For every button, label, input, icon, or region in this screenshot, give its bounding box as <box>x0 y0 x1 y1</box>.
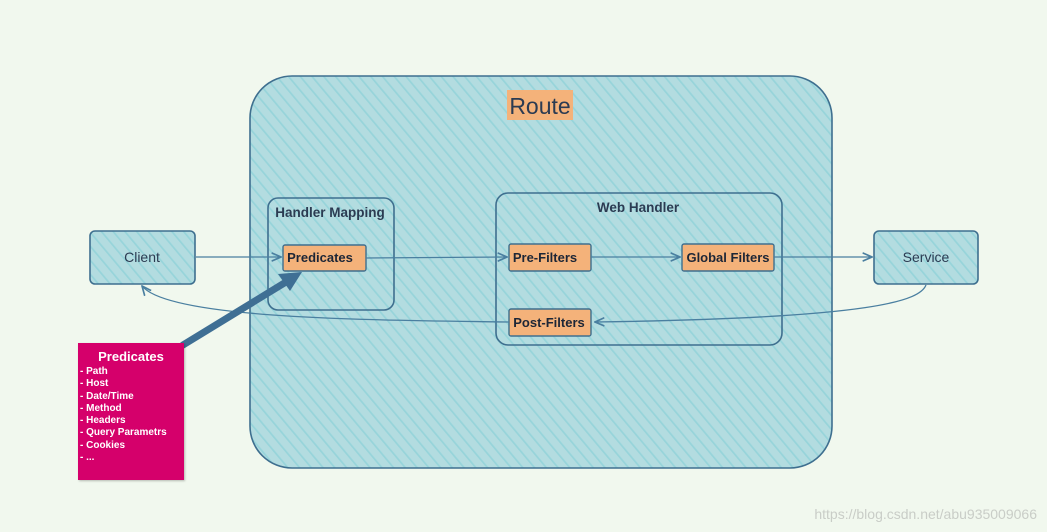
post-filters-label: Post-Filters <box>513 315 585 330</box>
service-label: Service <box>903 249 950 265</box>
predicates-note-item: - Query Parametrs <box>80 427 167 439</box>
predicates-note-item: - Method <box>80 402 122 414</box>
arrow-predicates-to-pre-filters <box>365 257 507 258</box>
web-handler-box <box>495 192 783 346</box>
note-pointer-head <box>278 272 302 291</box>
pre-filters-chip <box>509 244 591 271</box>
handler-mapping-title: Handler Mapping <box>275 205 385 220</box>
predicates-note-list: - Path - Host - Date/Time - Method - Hea… <box>80 366 182 464</box>
service-box <box>873 230 979 285</box>
post-filters-chip <box>509 309 591 336</box>
predicates-note-title: Predicates <box>98 349 164 364</box>
predicates-note-item: - Date/Time <box>80 390 134 402</box>
predicates-note: Predicates - Path - Host - Date/Time - M… <box>78 343 184 480</box>
global-filters-chip <box>682 244 774 271</box>
route-title: Route <box>509 93 570 119</box>
pre-filters-label: Pre-Filters <box>513 250 577 265</box>
client-label: Client <box>124 249 160 265</box>
arrow-post-filters-to-client <box>142 286 510 323</box>
predicates-note-item: - Headers <box>80 415 126 427</box>
predicates-note-item: - ... <box>80 452 95 464</box>
route-title-highlight <box>507 90 573 120</box>
client-box <box>89 230 196 285</box>
web-handler-title: Web Handler <box>597 200 680 215</box>
post-filters-chip-outline <box>508 308 592 337</box>
predicates-note-item: - Cookies <box>80 439 126 451</box>
predicates-note-item: - Path <box>80 366 108 377</box>
predicates-chip <box>283 245 366 271</box>
note-pointer-shaft <box>179 278 290 349</box>
arrow-service-to-post-filters <box>595 284 927 322</box>
predicates-note-item: - Host <box>80 378 109 390</box>
global-filters-label: Global Filters <box>686 250 769 265</box>
predicates-label: Predicates <box>287 250 353 265</box>
watermark: https://blog.csdn.net/abu935009066 <box>814 506 1037 522</box>
